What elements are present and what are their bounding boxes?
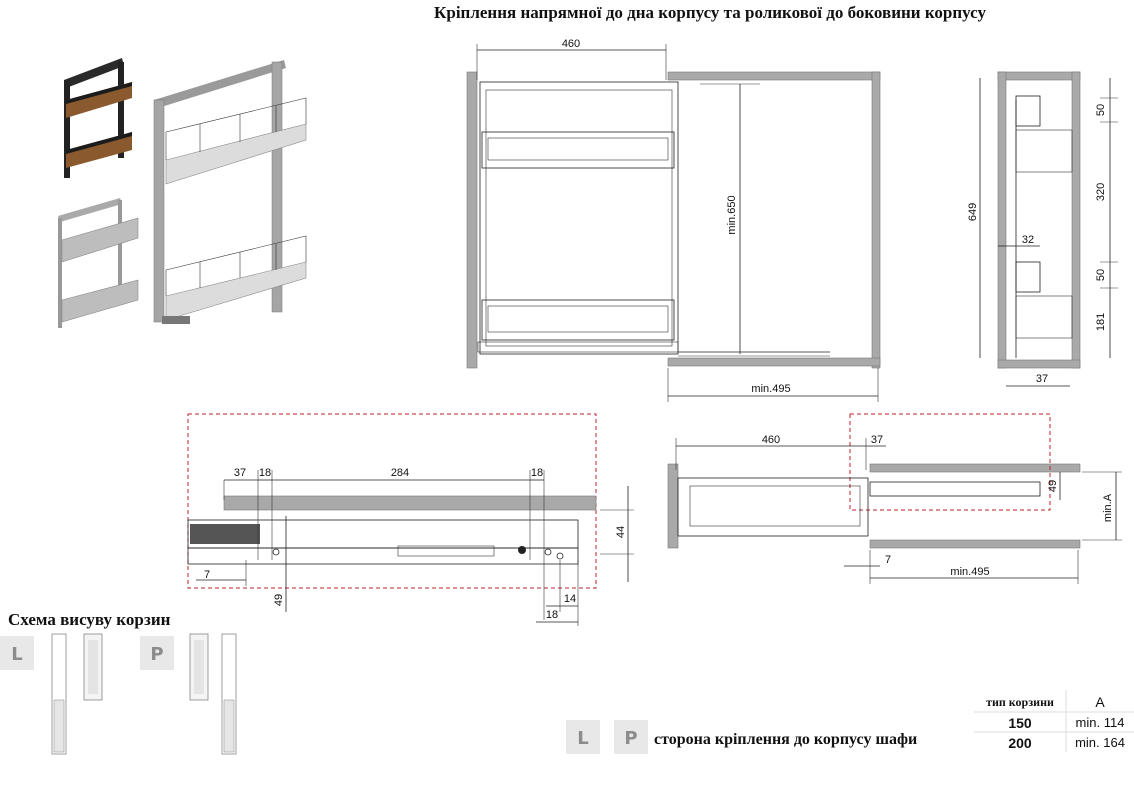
dim-side-bottom: 181 [1095, 313, 1107, 331]
badge-right: P [150, 644, 163, 665]
scheme-left: L [0, 633, 103, 755]
note-badge-left: L [577, 728, 588, 749]
dim-rail-5: 44 [615, 526, 627, 538]
table-header-type: тип корзини [986, 695, 1054, 709]
dim-side-middle: 320 [1095, 183, 1107, 201]
dim-top-depth: min.495 [950, 566, 989, 578]
note-badge-right: P [624, 728, 637, 749]
dim-rail-7: 49 [273, 594, 285, 606]
product-image-wire-basket [153, 60, 307, 324]
dim-top-gap: 49 [1047, 480, 1059, 492]
badge-left: L [11, 644, 22, 665]
side-view-drawing: 649 50 320 50 181 32 37 [967, 71, 1118, 387]
dim-rail-8: 14 [564, 593, 576, 605]
basket-table: тип корзини A 150 min. 114 200 min. 164 [974, 690, 1134, 752]
dim-front-width: 460 [562, 38, 580, 50]
dim-rail-3: 284 [391, 467, 409, 479]
dim-rail-9: 18 [546, 609, 558, 621]
table-row-2-type: 200 [1008, 735, 1032, 751]
side-note: сторона кріплення до корпусу шафи [654, 731, 917, 748]
dim-top-min-a: min.A [1102, 493, 1114, 522]
scheme-right: P [140, 633, 237, 755]
dim-side-mid-gap: 50 [1095, 269, 1107, 281]
table-row-1-type: 150 [1008, 715, 1032, 731]
dim-front-height: min.650 [726, 195, 738, 234]
dim-rail-4: 18 [531, 467, 543, 479]
product-image-dark-basket [64, 58, 132, 178]
table-header-a: A [1095, 694, 1105, 710]
dim-side-top-gap: 50 [1095, 104, 1107, 116]
dim-rail-6: 7 [204, 569, 210, 581]
top-view-drawing: 460 37 49 min.A 7 min.495 [667, 413, 1122, 584]
dim-top-width: 460 [762, 434, 780, 446]
product-image-grey-basket [58, 198, 139, 328]
dim-side-total: 649 [967, 203, 979, 221]
table-row-1-a: min. 114 [1076, 715, 1125, 730]
dim-rail-2: 18 [259, 467, 271, 479]
page-title: Кріплення напрямної до дна корпусу та ро… [434, 3, 986, 22]
scheme-title: Схема висуву корзин [8, 610, 171, 629]
dim-rail-1: 37 [234, 467, 246, 479]
table-row-2-a: min. 164 [1075, 735, 1125, 750]
front-view-drawing: 460 min.650 min.495 [466, 38, 881, 402]
dim-side-inner: 32 [1022, 234, 1034, 246]
dim-top-gap-bottom: 7 [885, 554, 891, 566]
dim-side-offset: 37 [1036, 373, 1048, 385]
dim-front-depth: min.495 [751, 383, 790, 395]
dim-top-offset: 37 [871, 434, 883, 446]
rail-detail-drawing: 37 18 284 18 44 7 49 14 18 [187, 413, 634, 626]
